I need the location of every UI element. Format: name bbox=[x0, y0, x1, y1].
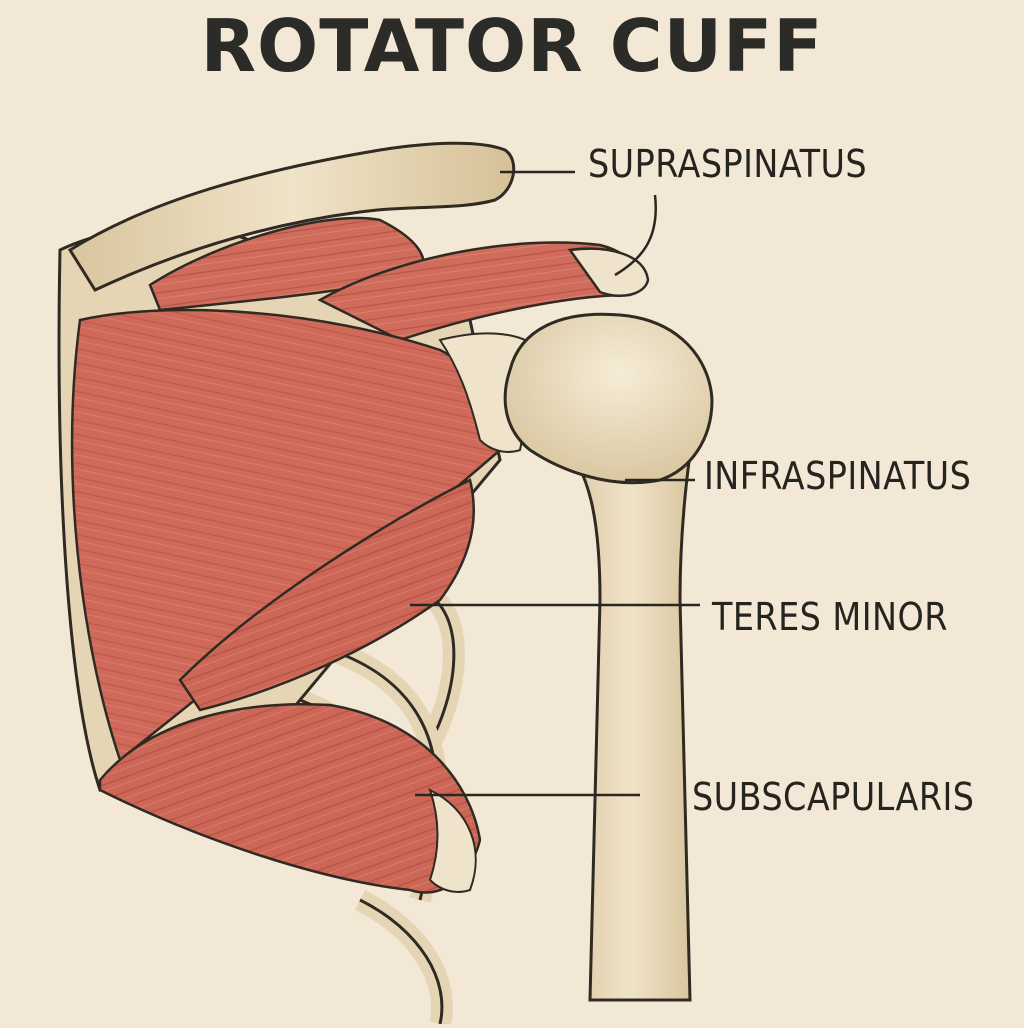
subscapularis-tendon bbox=[428, 788, 477, 893]
label-teres-minor: TERES MINOR bbox=[712, 595, 948, 639]
teres-minor-muscle bbox=[178, 478, 475, 712]
humeral-head bbox=[503, 312, 714, 485]
diagram-title: ROTATOR CUFF bbox=[200, 4, 824, 88]
subscapularis-muscle bbox=[98, 703, 482, 894]
label-supraspinatus: SUPRASPINATUS bbox=[588, 142, 868, 186]
acromion-tendon bbox=[567, 247, 650, 297]
label-subscapularis: SUBSCAPULARIS bbox=[692, 775, 975, 819]
supraspinatus-callout-line bbox=[614, 194, 658, 277]
label-infraspinatus: INFRASPINATUS bbox=[704, 454, 972, 498]
